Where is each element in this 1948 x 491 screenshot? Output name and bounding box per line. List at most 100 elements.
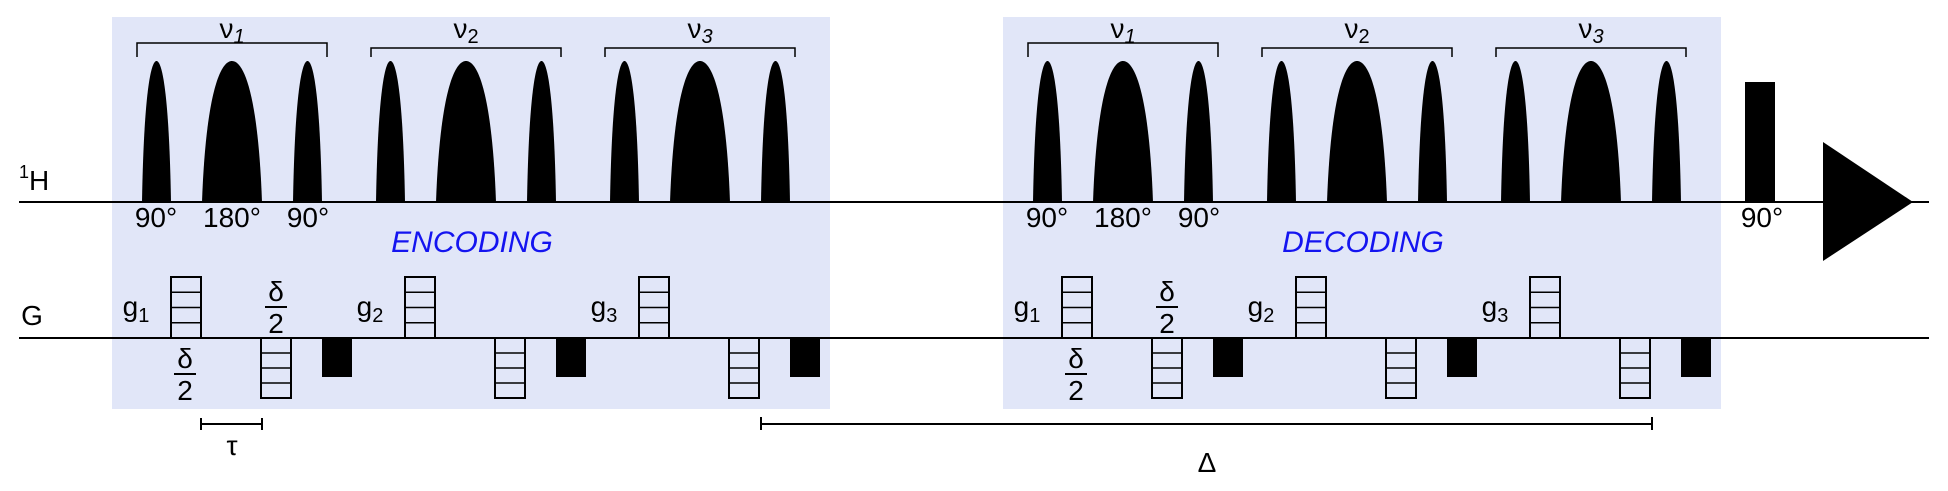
gradient-label: g2 <box>357 291 384 327</box>
encoding-label: ENCODING <box>391 226 553 259</box>
nu-symbol: ν <box>219 13 233 44</box>
frequency-label: ν3 <box>687 13 712 48</box>
delta-denominator: 2 <box>1068 375 1084 406</box>
gradient-channel-label: G <box>21 300 43 331</box>
negative-gradient <box>1385 337 1417 399</box>
nu-symbol: ν <box>1344 13 1358 44</box>
negative-gradient <box>728 337 760 399</box>
delta-denominator: 2 <box>177 375 193 406</box>
negative-gradient <box>1151 337 1183 399</box>
frequency-subscript: 2 <box>467 26 478 48</box>
pulse-angle-label: 90° <box>1178 202 1220 233</box>
nu-symbol: ν <box>1578 13 1592 44</box>
frequency-subscript: 3 <box>1592 26 1603 48</box>
tau-interval: τ <box>200 418 263 461</box>
big-delta-interval: Δ <box>760 417 1653 478</box>
selective-90-pulse <box>376 61 405 202</box>
gradient-label: g1 <box>1014 291 1041 327</box>
pulse-angle-label: 90° <box>135 202 177 233</box>
spoiler-gradient <box>1681 338 1711 377</box>
selective-90-pulse <box>1652 61 1681 202</box>
nucleus-symbol: H <box>29 165 49 196</box>
pulse-angle-label: 90° <box>1026 202 1068 233</box>
selective-pulse-group-3: ν3 <box>604 13 796 202</box>
gradient-subscript: 1 <box>138 305 149 327</box>
frequency-label: ν3 <box>1578 13 1603 48</box>
positive-gradient <box>1061 276 1093 339</box>
frequency-label: ν1 <box>1110 13 1135 48</box>
selective-pulse-group-1: ν1 90° 180° 90° <box>135 13 329 233</box>
tau-bar <box>200 418 263 430</box>
spoiler-gradient <box>790 338 820 377</box>
big-delta-label: Δ <box>1198 447 1217 478</box>
selective-180-pulse <box>436 61 496 202</box>
gradient-symbol: g <box>1014 291 1030 322</box>
selective-90-pulse <box>527 61 556 202</box>
nu-symbol: ν <box>687 13 701 44</box>
group-bracket <box>136 42 328 57</box>
frequency-subscript: 1 <box>1124 26 1135 48</box>
delta-half-label-lower: δ2 <box>174 343 196 406</box>
delta-numerator: δ <box>1159 276 1175 307</box>
group-bracket <box>1495 47 1687 57</box>
positive-gradient <box>170 276 202 339</box>
gradient-symbol: g <box>123 291 139 322</box>
frequency-subscript: 2 <box>1358 26 1369 48</box>
positive-gradient <box>638 276 670 339</box>
selective-pulse-group-3: ν3 <box>1495 13 1687 202</box>
gradient-symbol: g <box>1248 291 1264 322</box>
hard-pulse-angle-label: 90° <box>1741 202 1783 233</box>
spoiler-gradient <box>556 338 586 377</box>
gradient-subscript: 3 <box>1497 305 1508 327</box>
delta-numerator: δ <box>1068 343 1084 374</box>
pulse-angle-label: 180° <box>203 202 261 233</box>
decoding-label: DECODING <box>1282 226 1444 259</box>
selective-180-pulse <box>202 61 262 202</box>
spoiler-gradient <box>1213 338 1243 377</box>
negative-gradient <box>1619 337 1651 399</box>
positive-gradient <box>404 276 436 339</box>
group-bracket <box>604 47 796 57</box>
selective-90-pulse <box>1184 61 1213 202</box>
group-bracket <box>1261 47 1453 57</box>
delta-denominator: 2 <box>268 308 284 339</box>
pulse-angle-label: 90° <box>287 202 329 233</box>
gradient-label: g2 <box>1248 291 1275 327</box>
gradient-subscript: 2 <box>1263 305 1274 327</box>
selective-180-pulse <box>1561 61 1621 202</box>
delta-half-label-upper: δ2 <box>1156 276 1178 339</box>
pulse-angle-label: 180° <box>1094 202 1152 233</box>
gradient-set-2: g2 <box>1248 276 1477 399</box>
delta-denominator: 2 <box>1159 308 1175 339</box>
spoiler-gradient <box>1447 338 1477 377</box>
group-bracket <box>370 47 562 57</box>
selective-90-pulse <box>1418 61 1447 202</box>
negative-gradient <box>494 337 526 399</box>
frequency-label: ν2 <box>1344 13 1369 48</box>
spoiler-gradient <box>322 338 352 377</box>
gradient-label: g1 <box>123 291 150 327</box>
delta-numerator: δ <box>268 276 284 307</box>
gradient-set-3: g3 <box>591 276 820 399</box>
gradient-subscript: 3 <box>606 305 617 327</box>
gradient-subscript: 2 <box>372 305 383 327</box>
selective-pulse-group-2: ν2 <box>370 13 562 202</box>
selective-90-pulse <box>1501 61 1530 202</box>
selective-pulse-group-2: ν2 <box>1261 13 1453 202</box>
selective-90-pulse <box>293 61 322 202</box>
gradient-label: g3 <box>1482 291 1509 327</box>
gradient-symbol: g <box>591 291 607 322</box>
gradient-symbol: g <box>357 291 373 322</box>
selective-180-pulse <box>670 61 730 202</box>
gradient-set-3: g3 <box>1482 276 1711 399</box>
selective-90-pulse <box>761 61 790 202</box>
big-delta-bar <box>760 417 1653 430</box>
selective-90-pulse <box>610 61 639 202</box>
isotope-superscript: 1 <box>19 162 29 182</box>
selective-pulse-group-1: ν1 90° 180° 90° <box>1026 13 1220 233</box>
frequency-label: ν1 <box>219 13 244 48</box>
